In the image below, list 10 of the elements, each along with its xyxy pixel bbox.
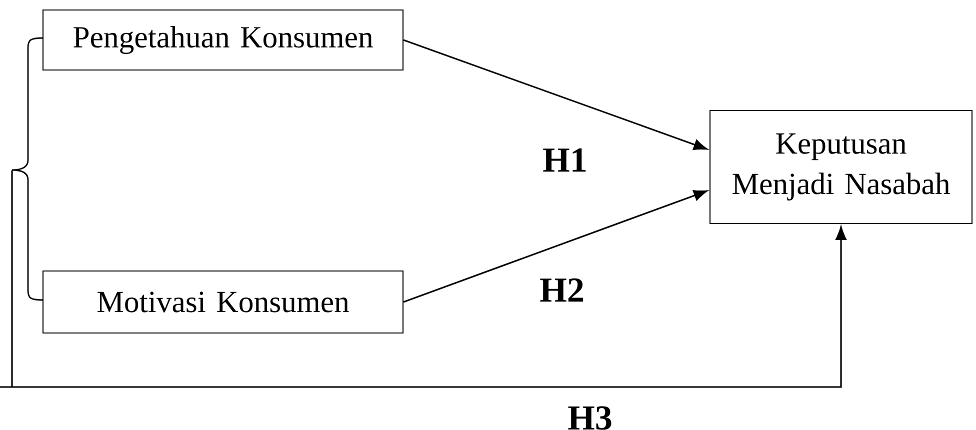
brace — [11, 37, 44, 301]
edge-label: H1 — [540, 146, 590, 174]
arrow — [0, 170, 846, 388]
concept-box: Pengetahuan Konsumen — [42, 9, 404, 71]
concept-box: Motivasi Konsumen — [42, 270, 404, 334]
arrow — [403, 190, 708, 303]
concept-box: Keputusan Menjadi Nasabah — [709, 110, 973, 224]
arrow — [403, 39, 708, 150]
edge-label: H3 — [566, 404, 614, 430]
edge-label: H2 — [538, 276, 586, 304]
